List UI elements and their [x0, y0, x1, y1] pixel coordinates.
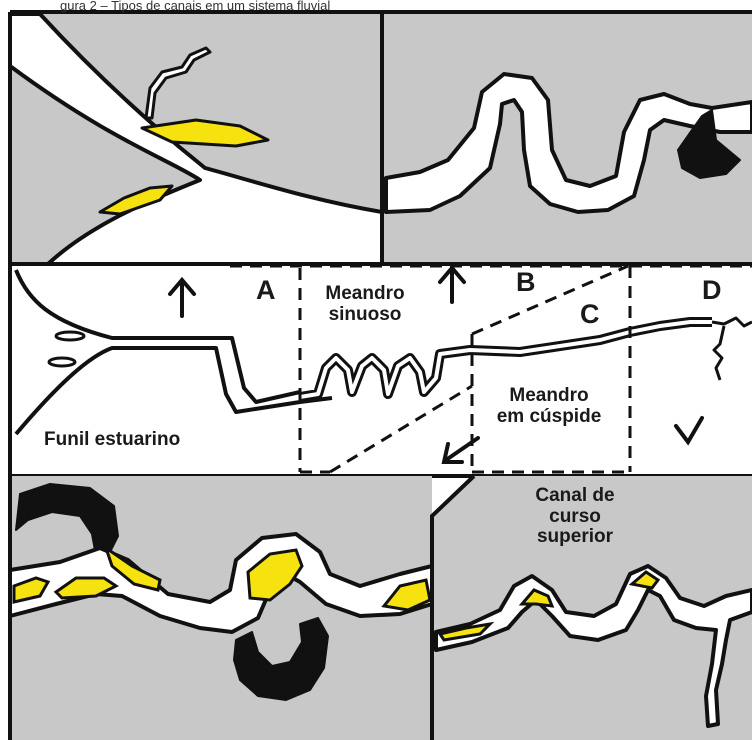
- panel-estuary-funnel: [10, 12, 382, 264]
- label-line: curso: [500, 507, 650, 528]
- label-line: Meandro: [484, 386, 614, 407]
- label-line: sinuoso: [310, 305, 420, 326]
- label-line: Canal de: [500, 486, 650, 507]
- zone-label-d: D: [702, 276, 722, 305]
- label-line: Meandro: [310, 284, 420, 305]
- small-island: [56, 332, 84, 340]
- zone-label-a: A: [256, 276, 276, 305]
- label-line: em cúspide: [484, 407, 614, 428]
- zone-label-b: B: [516, 268, 536, 297]
- figure-caption: gura 2 – Tipos de canais em um sistema f…: [60, 0, 330, 13]
- label-funil-estuarino: Funil estuarino: [44, 430, 180, 451]
- label-canal-curso-superior: Canal de curso superior: [500, 486, 650, 548]
- panel-bars-and-oxbows: [10, 476, 432, 740]
- label-meandro-sinuoso: Meandro sinuoso: [310, 284, 420, 325]
- zone-label-c: C: [580, 300, 600, 329]
- panel-meandering: [382, 12, 752, 264]
- label-meandro-cuspide: Meandro em cúspide: [484, 386, 614, 427]
- label-line: superior: [500, 527, 650, 548]
- small-island: [49, 358, 75, 366]
